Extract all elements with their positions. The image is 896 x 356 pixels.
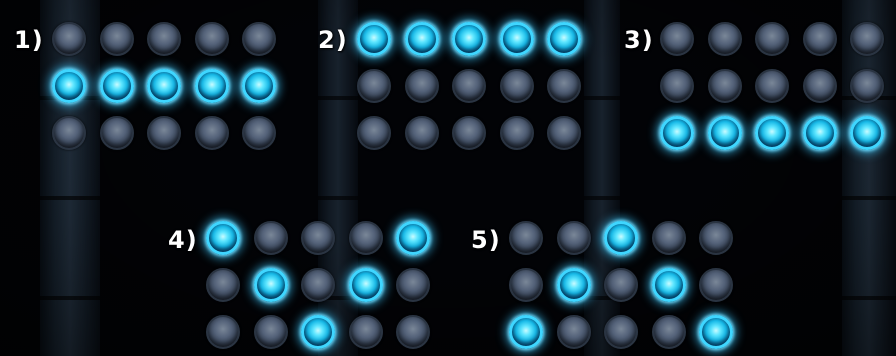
lit-orb — [850, 116, 884, 150]
unlit-orb — [147, 22, 181, 56]
orb-grid — [206, 221, 430, 349]
unlit-orb — [660, 69, 694, 103]
lit-orb — [708, 116, 742, 150]
unlit-orb — [195, 116, 229, 150]
unlit-orb — [500, 69, 534, 103]
lit-orb — [195, 69, 229, 103]
unlit-orb — [349, 221, 383, 255]
orb-grid — [357, 22, 581, 150]
lit-orb — [755, 116, 789, 150]
lit-orb — [699, 315, 733, 349]
pattern-label: 1) — [14, 26, 44, 54]
lit-orb — [147, 69, 181, 103]
unlit-orb — [206, 268, 240, 302]
lit-orb — [206, 221, 240, 255]
lit-orb — [349, 268, 383, 302]
unlit-orb — [604, 315, 638, 349]
unlit-orb — [509, 221, 543, 255]
lit-orb — [509, 315, 543, 349]
unlit-orb — [557, 221, 591, 255]
orb-grid — [660, 22, 884, 150]
unlit-orb — [699, 268, 733, 302]
unlit-orb — [349, 315, 383, 349]
lit-orb — [396, 221, 430, 255]
lit-orb — [254, 268, 288, 302]
unlit-orb — [396, 315, 430, 349]
unlit-orb — [195, 22, 229, 56]
unlit-orb — [301, 268, 335, 302]
unlit-orb — [452, 69, 486, 103]
lit-orb — [557, 268, 591, 302]
unlit-orb — [803, 69, 837, 103]
unlit-orb — [652, 315, 686, 349]
unlit-orb — [301, 221, 335, 255]
lit-orb — [452, 22, 486, 56]
unlit-orb — [604, 268, 638, 302]
unlit-orb — [850, 69, 884, 103]
lit-orb — [803, 116, 837, 150]
unlit-orb — [242, 22, 276, 56]
pattern-label: 4) — [168, 226, 198, 254]
unlit-orb — [254, 315, 288, 349]
orb-grid — [509, 221, 733, 349]
lit-orb — [242, 69, 276, 103]
unlit-orb — [396, 268, 430, 302]
unlit-orb — [755, 69, 789, 103]
unlit-orb — [242, 116, 276, 150]
unlit-orb — [100, 22, 134, 56]
unlit-orb — [708, 22, 742, 56]
unlit-orb — [547, 116, 581, 150]
unlit-orb — [357, 69, 391, 103]
unlit-orb — [660, 22, 694, 56]
lit-orb — [100, 69, 134, 103]
unlit-orb — [500, 116, 534, 150]
unlit-orb — [147, 116, 181, 150]
pattern-label: 3) — [624, 26, 654, 54]
lit-orb — [604, 221, 638, 255]
unlit-orb — [206, 315, 240, 349]
lit-orb — [547, 22, 581, 56]
lit-orb — [660, 116, 694, 150]
unlit-orb — [547, 69, 581, 103]
unlit-orb — [52, 22, 86, 56]
unlit-orb — [699, 221, 733, 255]
lit-orb — [301, 315, 335, 349]
unlit-orb — [100, 116, 134, 150]
pattern-label: 2) — [318, 26, 348, 54]
unlit-orb — [850, 22, 884, 56]
lit-orb — [405, 22, 439, 56]
unlit-orb — [452, 116, 486, 150]
lit-orb — [500, 22, 534, 56]
unlit-orb — [405, 116, 439, 150]
unlit-orb — [254, 221, 288, 255]
pattern-label: 5) — [471, 226, 501, 254]
lit-orb — [357, 22, 391, 56]
unlit-orb — [557, 315, 591, 349]
orb-grid — [52, 22, 276, 150]
lit-orb — [52, 69, 86, 103]
unlit-orb — [755, 22, 789, 56]
unlit-orb — [652, 221, 686, 255]
unlit-orb — [357, 116, 391, 150]
unlit-orb — [803, 22, 837, 56]
unlit-orb — [52, 116, 86, 150]
unlit-orb — [509, 268, 543, 302]
unlit-orb — [405, 69, 439, 103]
unlit-orb — [708, 69, 742, 103]
lit-orb — [652, 268, 686, 302]
